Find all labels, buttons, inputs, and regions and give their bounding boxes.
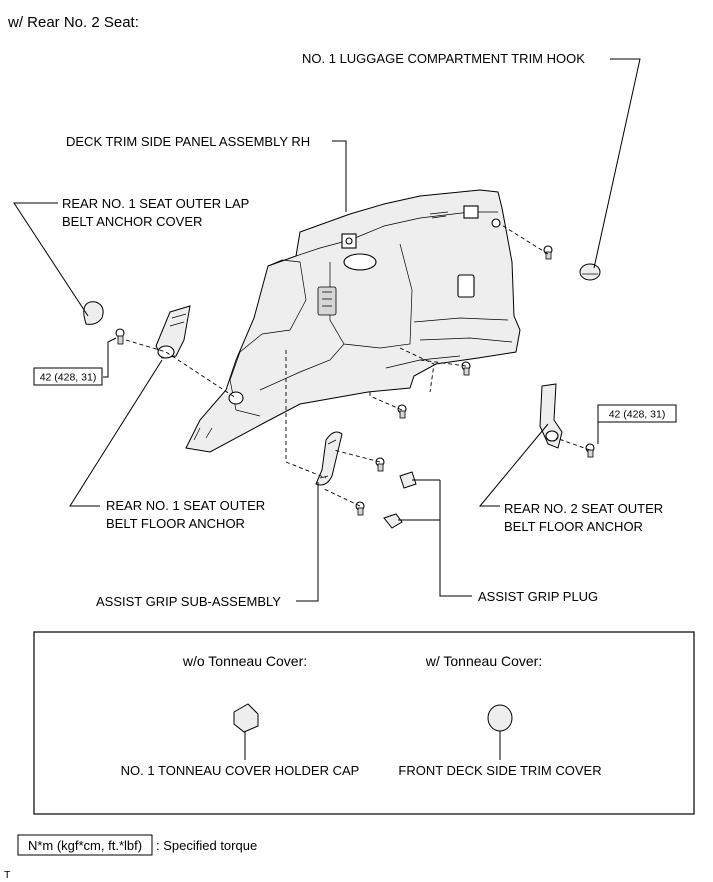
torque-box-right: 42 (428, 31) bbox=[597, 404, 677, 423]
left-bolt-drawing bbox=[115, 328, 125, 345]
label-no1-floor-anchor-line1: REAR NO. 1 SEAT OUTER bbox=[106, 498, 265, 513]
deck-trim-side-panel-drawing bbox=[185, 189, 521, 453]
label-no1-floor-anchor-line2: BELT FLOOR ANCHOR bbox=[106, 516, 245, 531]
label-no2-floor-anchor-line1: REAR NO. 2 SEAT OUTER bbox=[504, 501, 663, 516]
label-lap-belt-cover-line1: REAR NO. 1 SEAT OUTER LAP bbox=[62, 196, 249, 211]
inset-left-part: NO. 1 TONNEAU COVER HOLDER CAP bbox=[121, 763, 360, 778]
label-assist-grip: ASSIST GRIP SUB-ASSEMBLY bbox=[96, 594, 281, 609]
leader-lines bbox=[13, 58, 641, 602]
torque-box-left: 42 (428, 31) bbox=[33, 367, 103, 386]
diagram-header: w/ Rear No. 2 Seat: bbox=[7, 14, 139, 31]
label-luggage-hook: NO. 1 LUGGAGE COMPARTMENT TRIM HOOK bbox=[302, 51, 585, 66]
assist-grip-plugs-drawing bbox=[383, 471, 417, 529]
inset-right-part: FRONT DECK SIDE TRIM COVER bbox=[398, 763, 601, 778]
torque-value-right: 42 (428, 31) bbox=[609, 409, 666, 421]
torque-value-left: 42 (428, 31) bbox=[40, 372, 97, 384]
lap-belt-anchor-cover-drawing bbox=[83, 301, 104, 325]
inset-right-title: w/ Tonneau Cover: bbox=[425, 653, 542, 669]
assembly-dashed-lines bbox=[125, 223, 591, 507]
torque-legend: N*m (kgf*cm, ft.*lbf) : Specified torque bbox=[17, 834, 257, 856]
luggage-hook-drawing bbox=[579, 263, 601, 281]
front-deck-side-trim-cover-drawing bbox=[487, 704, 513, 760]
label-lap-belt-cover-line2: BELT ANCHOR COVER bbox=[62, 214, 202, 229]
rear-no2-seat-outer-belt-anchor-drawing bbox=[539, 383, 563, 449]
rear-no1-seat-outer-belt-anchor-drawing bbox=[155, 305, 191, 359]
legend-text: : Specified torque bbox=[156, 838, 257, 853]
legend-unit: N*m (kgf*cm, ft.*lbf) bbox=[28, 838, 142, 853]
footer-mark: T bbox=[4, 869, 11, 881]
label-assist-grip-plug: ASSIST GRIP PLUG bbox=[478, 589, 598, 604]
tonneau-holder-cap-drawing bbox=[233, 703, 259, 760]
label-no2-floor-anchor-line2: BELT FLOOR ANCHOR bbox=[504, 519, 643, 534]
tonneau-cover-inset: w/o Tonneau Cover: w/ Tonneau Cover: NO.… bbox=[33, 631, 695, 815]
assist-grip-drawing bbox=[315, 431, 343, 486]
label-deck-trim: DECK TRIM SIDE PANEL ASSEMBLY RH bbox=[66, 134, 310, 149]
inset-left-title: w/o Tonneau Cover: bbox=[182, 653, 307, 669]
